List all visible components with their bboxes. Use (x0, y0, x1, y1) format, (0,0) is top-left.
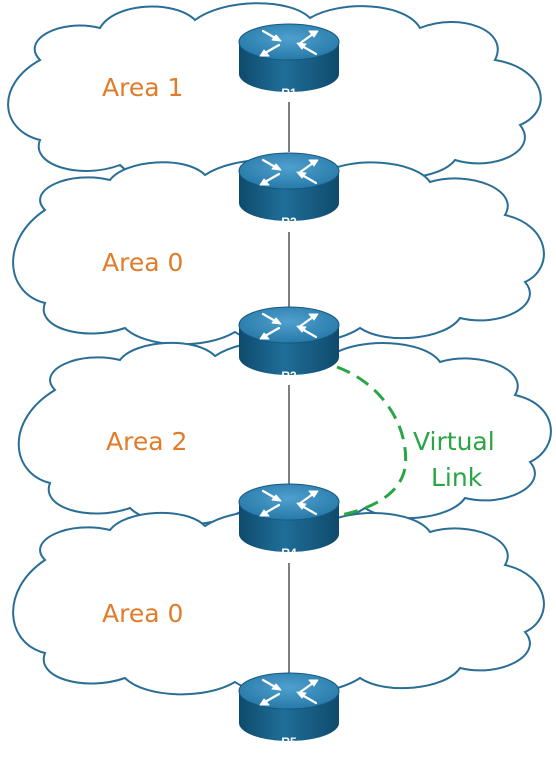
cloud-area-0-bottom (12, 510, 545, 696)
router-r2: R2 (237, 151, 341, 229)
cloud-area-0-top (12, 159, 545, 346)
virtual-link-label-line1: Virtual (413, 427, 495, 456)
router-icon (237, 151, 341, 223)
router-icon (237, 22, 341, 94)
router-r3: R3 (237, 305, 341, 383)
area-label-2: Area 0 (102, 248, 183, 277)
router-r5: R5 (237, 671, 341, 749)
virtual-link-label-line2: Link (431, 463, 483, 492)
router-r4: R4 (237, 482, 341, 560)
router-icon (237, 305, 341, 377)
area-label-4: Area 0 (102, 599, 183, 628)
virtual-link-line (335, 365, 408, 518)
router-r1: R1 (237, 22, 341, 100)
router-label: R3 (281, 369, 297, 383)
router-icon (237, 671, 341, 743)
router-label: R4 (281, 546, 297, 560)
router-label: R1 (281, 86, 297, 100)
router-icon (237, 482, 341, 554)
area-label-1: Area 1 (102, 73, 183, 102)
router-label: R5 (281, 735, 297, 749)
area-label-3: Area 2 (106, 427, 187, 456)
cloud-area-1 (7, 2, 542, 185)
cloud-area-2 (17, 340, 552, 526)
router-label: R2 (281, 215, 297, 229)
